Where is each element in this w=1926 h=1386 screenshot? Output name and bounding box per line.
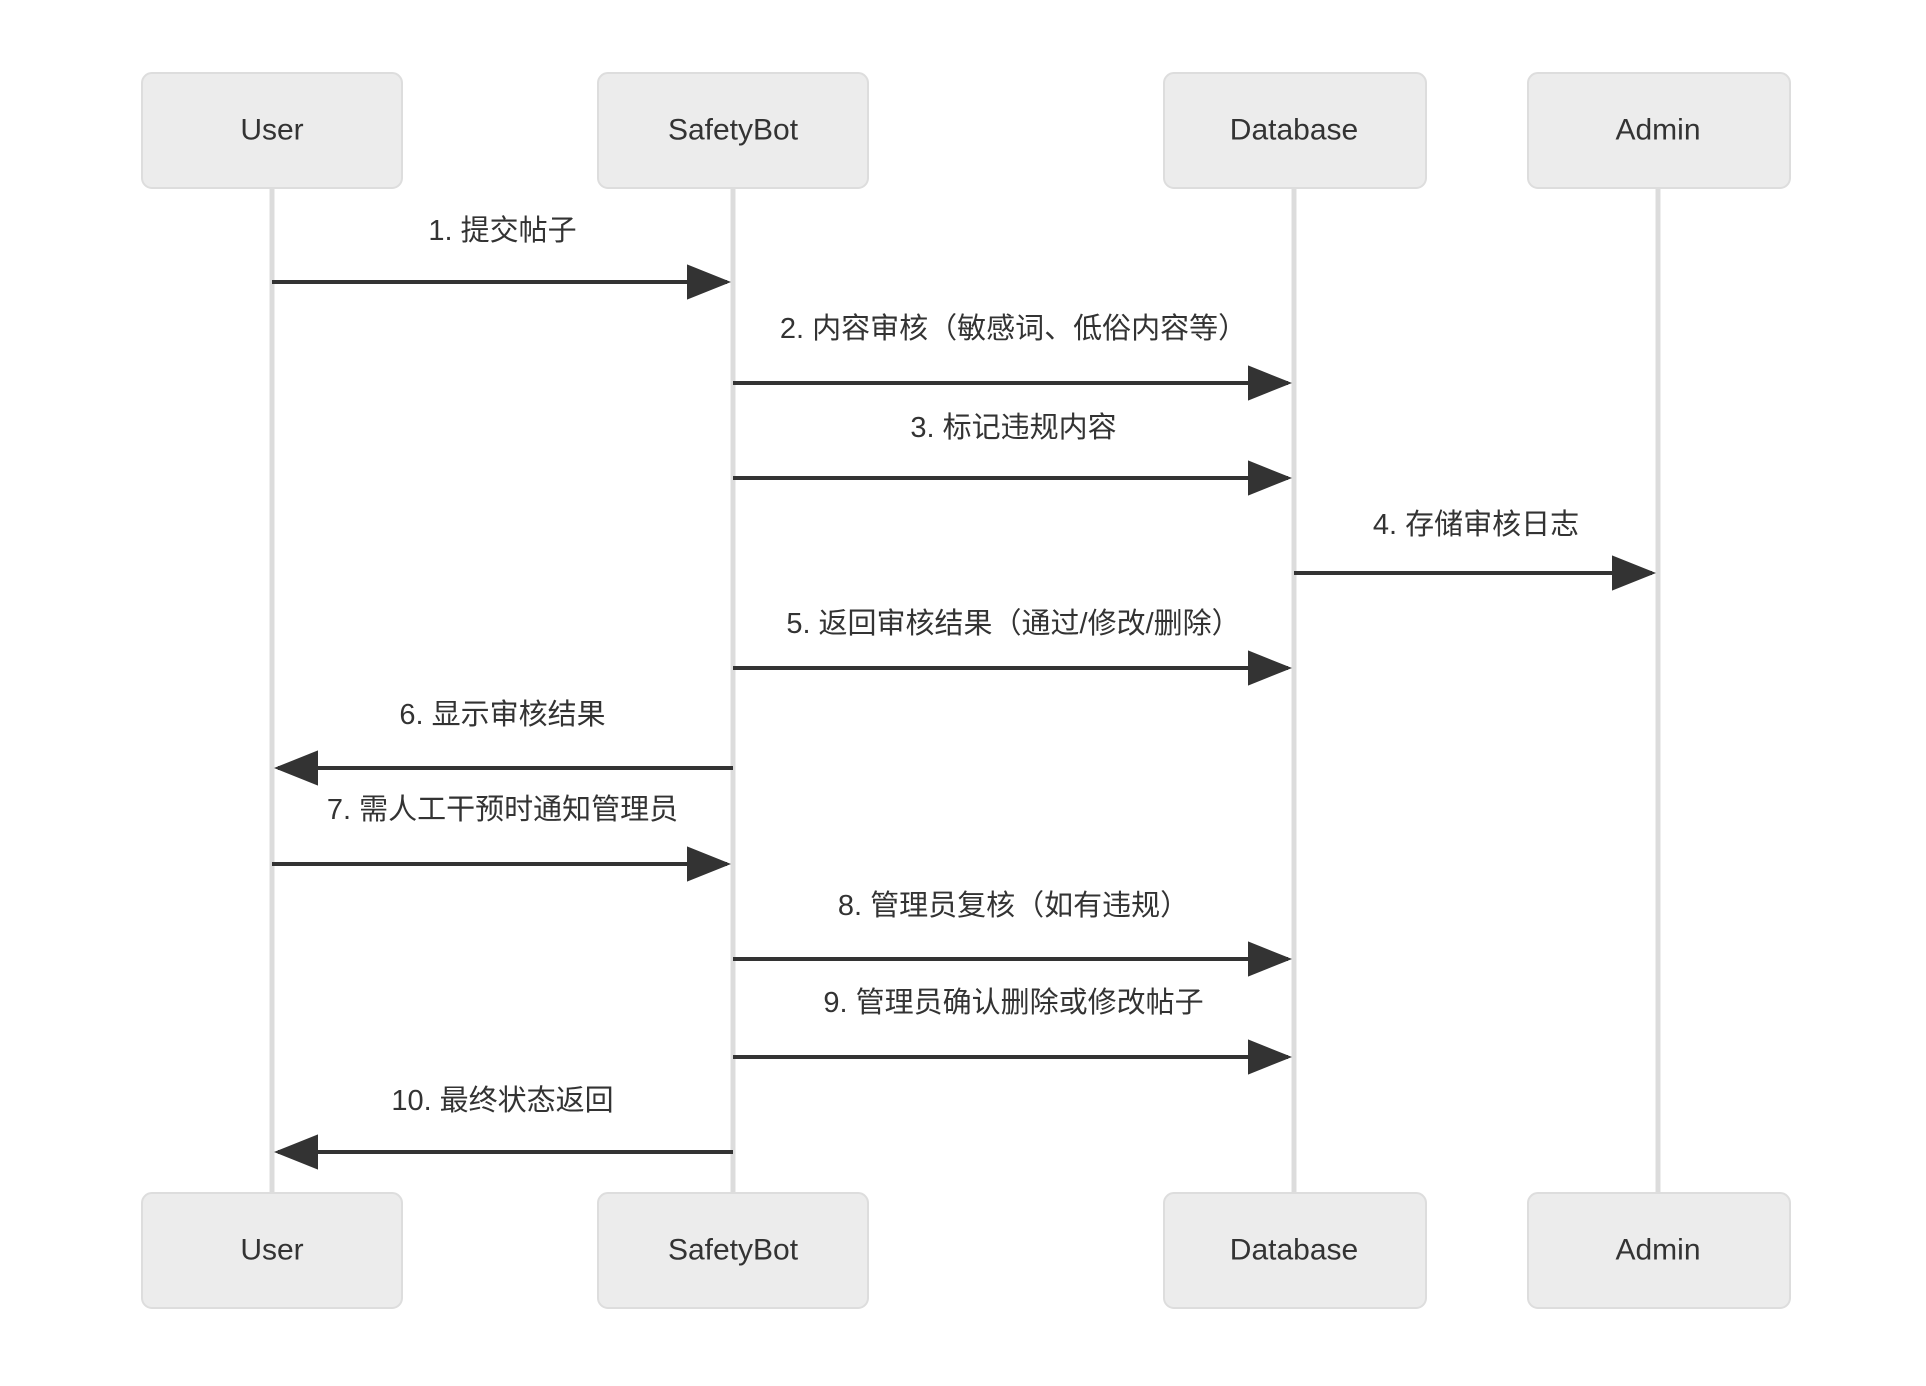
message-label-1: 1. 提交帖子: [428, 214, 576, 247]
actor-label-safetybot: SafetyBot: [668, 113, 799, 146]
actor-box-database-top[interactable]: Database: [1163, 72, 1427, 189]
message-8[interactable]: 8. 管理员复核（如有违规）: [733, 889, 1292, 977]
message-5[interactable]: 5. 返回审核结果（通过/修改/删除）: [733, 607, 1292, 686]
message-label-3: 3. 标记违规内容: [910, 411, 1116, 444]
actor-label-admin: Admin: [1615, 1233, 1700, 1266]
actor-box-rect-database: [1163, 1192, 1427, 1309]
actor-label-safetybot: SafetyBot: [668, 1233, 799, 1266]
message-6[interactable]: 6. 显示审核结果: [274, 698, 733, 786]
actor-label-admin: Admin: [1615, 113, 1700, 146]
actor-box-rect-safetybot: [597, 1192, 869, 1309]
actor-label-database: Database: [1230, 113, 1358, 146]
message-label-10: 10. 最终状态返回: [391, 1084, 613, 1117]
message-1[interactable]: 1. 提交帖子: [272, 214, 731, 300]
lifelines-group: [269, 188, 1661, 1193]
message-7[interactable]: 7. 需人工干预时通知管理员: [272, 793, 731, 882]
message-label-5: 5. 返回审核结果（通过/修改/删除）: [786, 607, 1240, 640]
message-10[interactable]: 10. 最终状态返回: [274, 1084, 733, 1170]
message-label-9: 9. 管理员确认删除或修改帖子: [823, 986, 1203, 1019]
message-label-7: 7. 需人工干预时通知管理员: [327, 793, 678, 826]
actor-label-database: Database: [1230, 1233, 1358, 1266]
actor-box-safetybot-top[interactable]: SafetyBot: [597, 72, 869, 189]
actor-box-user-bottom[interactable]: User: [141, 1192, 403, 1309]
messages-group: 1. 提交帖子 2. 内容审核（敏感词、低俗内容等） 3. 标记违规内容 4. 存储审…: [272, 214, 1656, 1170]
message-label-6: 6. 显示审核结果: [399, 698, 605, 731]
message-2[interactable]: 2. 内容审核（敏感词、低俗内容等）: [733, 312, 1292, 401]
actor-box-rect-user: [141, 1192, 403, 1309]
message-3[interactable]: 3. 标记违规内容: [733, 411, 1292, 496]
actor-box-rect-user: [141, 72, 403, 189]
actor-box-rect-admin: [1527, 1192, 1791, 1309]
message-label-4: 4. 存储审核日志: [1373, 508, 1579, 541]
message-4[interactable]: 4. 存储审核日志: [1294, 508, 1656, 591]
actor-label-user: User: [240, 1233, 303, 1266]
actor-box-database-bottom[interactable]: Database: [1163, 1192, 1427, 1309]
actor-box-rect-safetybot: [597, 72, 869, 189]
actor-label-user: User: [240, 113, 303, 146]
actor-box-admin-bottom[interactable]: Admin: [1527, 1192, 1791, 1309]
actor-box-rect-admin: [1527, 72, 1791, 189]
actor-box-safetybot-bottom[interactable]: SafetyBot: [597, 1192, 869, 1309]
actor-box-user-top[interactable]: User: [141, 72, 403, 189]
message-9[interactable]: 9. 管理员确认删除或修改帖子: [733, 986, 1292, 1075]
message-label-2: 2. 内容审核（敏感词、低俗内容等）: [780, 312, 1247, 345]
actor-box-rect-database: [1163, 72, 1427, 189]
message-label-8: 8. 管理员复核（如有违规）: [838, 889, 1189, 922]
actor-box-admin-top[interactable]: Admin: [1527, 72, 1791, 189]
